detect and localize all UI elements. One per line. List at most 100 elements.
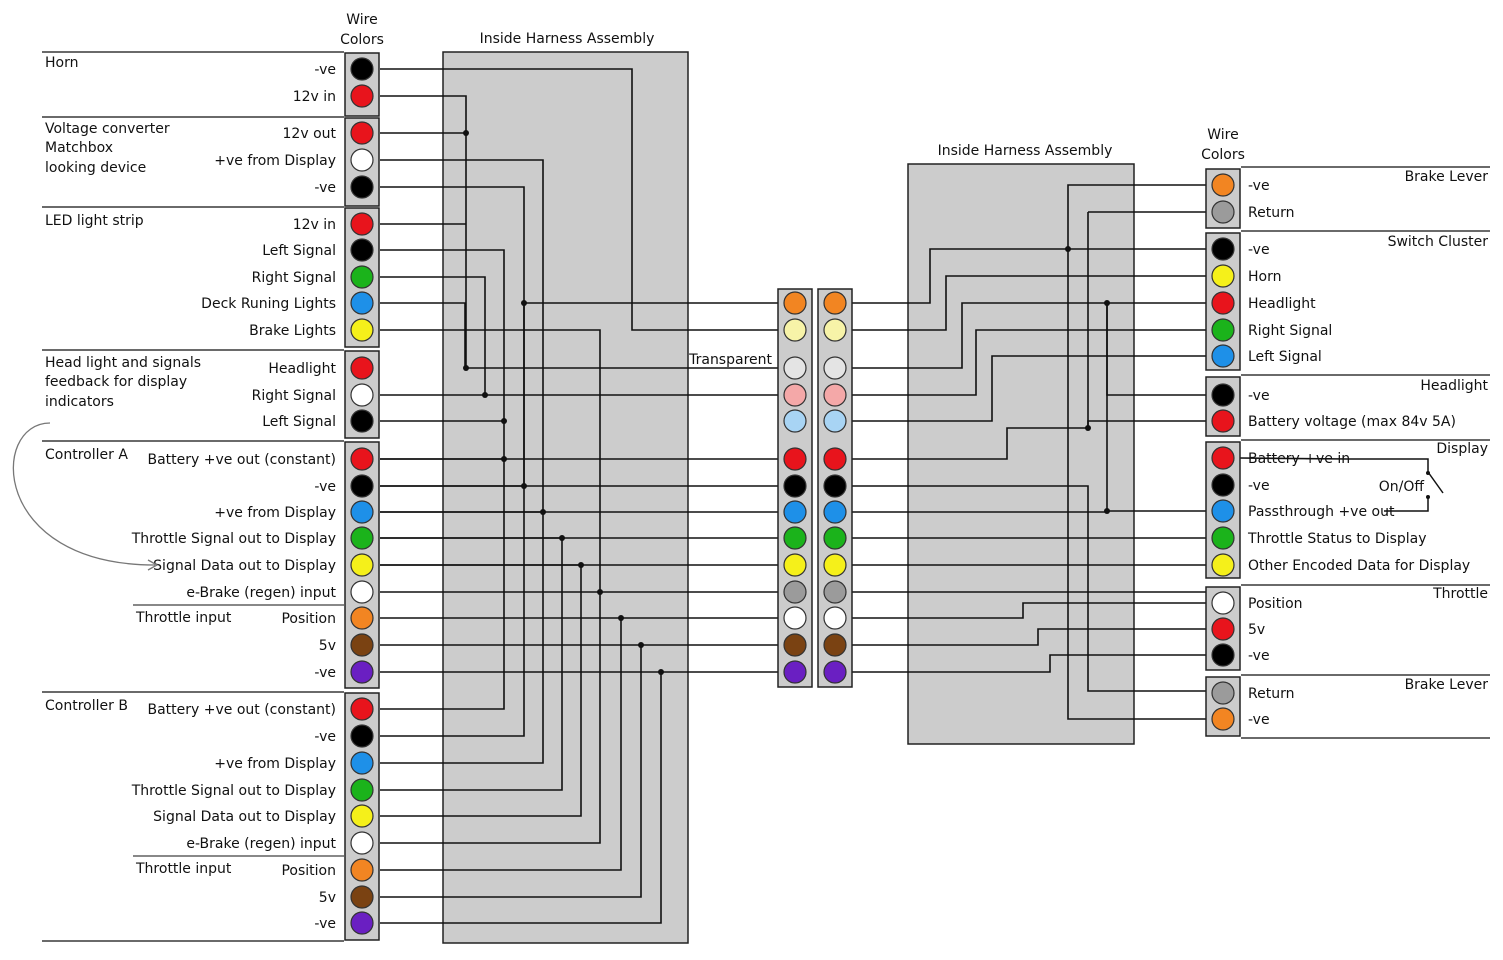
wire [852, 329, 1206, 396]
left-pin-label: +ve from Display [214, 505, 336, 521]
left-wire-colors-header-1: Wire [346, 12, 378, 28]
left-pin [350, 804, 374, 828]
left-pin-label: -ve [314, 916, 336, 932]
right-harness-label: Inside Harness Assembly [938, 143, 1113, 159]
left-pin-label: 5v [319, 638, 336, 654]
left-pin-label: Position [281, 863, 336, 879]
junction-dot [1065, 246, 1071, 252]
left-pin-label: Brake Lights [249, 323, 336, 339]
right-pin-label: Headlight [1248, 296, 1316, 312]
left-group-title: Horn [45, 55, 78, 71]
wire [380, 68, 778, 331]
right-group-title: Display [1436, 441, 1488, 457]
right-pin [1211, 681, 1235, 705]
center-pin-right [823, 526, 847, 550]
wire [852, 485, 1206, 692]
left-pin [350, 238, 374, 262]
junction-dot [1104, 300, 1110, 306]
center-pin-right [823, 500, 847, 524]
center-pin-left [783, 526, 807, 550]
wire [380, 671, 662, 924]
left-pin [350, 778, 374, 802]
right-pin [1211, 318, 1235, 342]
junction-dot [1085, 425, 1091, 431]
right-pin [1211, 499, 1235, 523]
right-pin [1211, 173, 1235, 197]
left-pin-label: Signal Data out to Display [153, 809, 336, 825]
center-pin-right [823, 318, 847, 342]
right-pin-label: -ve [1248, 242, 1270, 258]
left-pin-label: e-Brake (regen) input [186, 836, 336, 852]
center-pin-right [823, 409, 847, 433]
left-pin [350, 606, 374, 630]
junction-dot [658, 669, 664, 675]
left-pin-label: Throttle Signal out to Display [131, 531, 336, 547]
left-pin [350, 175, 374, 199]
left-pin-label: Headlight [268, 361, 336, 377]
left-pin-label: Left Signal [262, 414, 336, 430]
junction-dot [1104, 508, 1110, 514]
center-pin-left [783, 606, 807, 630]
left-pin [350, 409, 374, 433]
center-pin-right [823, 553, 847, 577]
junction-dot [463, 130, 469, 136]
right-pin-label: Passthrough +ve out [1248, 504, 1395, 520]
junction-dot [463, 365, 469, 371]
right-pin-label: Position [1248, 596, 1303, 612]
wire [380, 617, 622, 871]
center-connector [777, 288, 853, 688]
wire [380, 329, 778, 593]
right-wire-colors-header-1: Wire [1207, 127, 1239, 143]
center-pin-right [823, 474, 847, 498]
junction-dot [501, 456, 507, 462]
left-pin [350, 500, 374, 524]
right-pin [1211, 344, 1235, 368]
left-pin-label: +ve from Display [214, 756, 336, 772]
center-pin-right [823, 356, 847, 380]
center-pin-left [783, 291, 807, 315]
center-pin-right [823, 606, 847, 630]
throttle-input-label: Throttle input [135, 610, 232, 626]
left-pin-label: Right Signal [252, 388, 336, 404]
junction-dot [521, 300, 527, 306]
right-pin [1211, 291, 1235, 315]
left-pin [350, 291, 374, 315]
junction-dot [578, 562, 584, 568]
wire [852, 355, 1206, 422]
center-pin-left [783, 409, 807, 433]
left-group-title: Voltage converter [45, 121, 170, 137]
left-pin [350, 858, 374, 882]
arrow-head [147, 559, 159, 571]
junction-dot [618, 615, 624, 621]
left-pin [350, 831, 374, 855]
junction-dot [482, 392, 488, 398]
left-pin-label: Deck Runing Lights [201, 296, 336, 312]
right-pin [1211, 591, 1235, 615]
wires [380, 68, 1349, 924]
center-pin-right [823, 447, 847, 471]
wire [380, 302, 466, 368]
left-pin [350, 265, 374, 289]
left-pin [350, 57, 374, 81]
left-pin [350, 697, 374, 721]
right-pin-label: Battery voltage (max 84v 5A) [1248, 414, 1456, 430]
left-pin-label: 5v [319, 890, 336, 906]
wire [852, 275, 1206, 331]
right-pin [1211, 264, 1235, 288]
center-pin-left [783, 633, 807, 657]
center-pin-right [823, 383, 847, 407]
left-group-title: LED light strip [45, 213, 144, 229]
left-pin [350, 553, 374, 577]
left-pin-label: -ve [314, 62, 336, 78]
left-pin-label: Left Signal [262, 243, 336, 259]
right-pin-label: Other Encoded Data for Display [1248, 558, 1470, 574]
wire [1067, 249, 1206, 720]
